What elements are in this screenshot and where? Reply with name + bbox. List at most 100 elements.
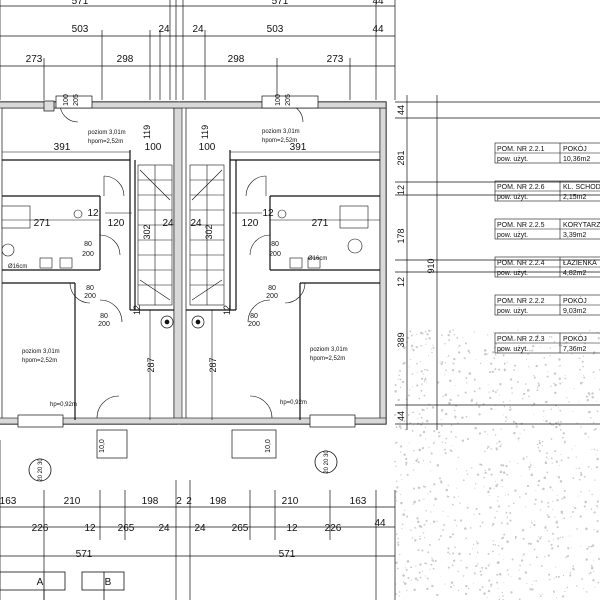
dim-100-right: 100 [199, 142, 216, 153]
dim-top-1-2: 24 [192, 24, 204, 35]
window-205-left: 205 [73, 94, 80, 106]
dim-bot-1-4: 2 [186, 496, 192, 507]
dim-top-2-3: 273 [327, 54, 344, 65]
level-right-bottom: poziom 3,01m [310, 347, 348, 353]
room-table-label: pow. użyt. [497, 156, 528, 163]
dim-bot-2-5: 265 [232, 523, 249, 534]
windows-bottom [17, 414, 356, 459]
dim-right-6: 44 [396, 411, 406, 421]
room-table-label: pow. użyt. [497, 232, 528, 239]
level-left-bottom: poziom 3,01m [22, 349, 60, 355]
door-80-b: 80 [86, 285, 94, 292]
stamp-left-circle [28, 458, 52, 482]
dim-bot-1-0: 163 [0, 496, 17, 507]
dim-391-right: 391 [290, 142, 307, 153]
dim-top-0-1: 571 [272, 0, 289, 7]
dim-right-3: 178 [396, 228, 406, 243]
dim-271-right: 271 [312, 218, 329, 229]
room-table-label: pow. użyt. [497, 346, 528, 353]
door-80-a: 80 [84, 241, 92, 248]
door-80-d: 80 [268, 285, 276, 292]
radiator-right: Ø16cm [308, 256, 327, 262]
room-table-num: POM. NR 2.2.4 [497, 260, 545, 267]
dim-top-0-2: 44 [372, 0, 384, 7]
dim-bot-1-2: 198 [142, 496, 159, 507]
right-dimension-lines [395, 95, 600, 430]
window-10-right: 10,0 [265, 439, 272, 453]
dim-12-vb: 12 [222, 305, 232, 315]
bottom-dimension-texts: 163 210 198 2 2 198 210 163 226 12 265 2… [0, 496, 386, 560]
door-200-f: 200 [248, 321, 260, 328]
room-table-area: 3,39m2 [563, 232, 586, 239]
door-80-c: 80 [271, 241, 279, 248]
hpom-left-bottom: hpom=2,52m [22, 358, 57, 364]
dim-287-right: 287 [208, 357, 218, 372]
stairs-right [189, 164, 225, 306]
door-200-d: 200 [266, 293, 278, 300]
dim-bot-1-5: 198 [210, 496, 227, 507]
level-right-top: poziom 3,01m [262, 129, 300, 135]
room-table-num: POM. NR 2.2.6 [497, 184, 545, 191]
radiator-left: Ø16cm [8, 264, 27, 270]
dim-top-2-0: 273 [26, 54, 43, 65]
dim-bot-3-1: 571 [279, 549, 296, 560]
dim-right-5: 389 [396, 332, 406, 347]
dim-bot-1-1: 210 [64, 496, 81, 507]
room-table-area: 4,82m2 [563, 270, 586, 277]
room-table-label: pow. użyt. [497, 270, 528, 277]
dim-right-2: 12 [396, 185, 406, 195]
dim-119-right: 119 [200, 125, 210, 139]
window-100-right: 100 [275, 94, 282, 106]
room-table-name: POKÓJ [563, 144, 587, 153]
right-dimension-texts: 44 281 12 178 12 389 44 910 [396, 105, 436, 421]
dim-top-1-4: 44 [372, 24, 384, 35]
dim-12a: 12 [87, 208, 99, 219]
room-table-name: KL. SCHODOW [563, 184, 600, 191]
dim-24a: 24 [162, 218, 174, 229]
room-table-num: POM. NR 2.2.2 [497, 298, 545, 305]
dim-271-left: 271 [34, 218, 51, 229]
door-200-c: 200 [269, 251, 281, 258]
door-80-e: 80 [100, 313, 108, 320]
bathroom-fixtures [1, 205, 369, 269]
dim-bot-1-7: 163 [350, 496, 367, 507]
dim-100-left: 100 [145, 142, 162, 153]
dim-top-2-1: 298 [117, 54, 134, 65]
room-table-area: 2,15m2 [563, 194, 586, 201]
hpom-left-top: hpom=2,52m [88, 139, 123, 145]
door-200-b: 200 [84, 293, 96, 300]
dim-bot-1-6: 210 [282, 496, 299, 507]
window-205-right: 205 [285, 94, 292, 106]
dim-bot-2-2: 265 [118, 523, 135, 534]
marker-b: B [105, 577, 112, 588]
door-200-e: 200 [98, 321, 110, 328]
room-table-name: POKÓJ [563, 296, 587, 305]
stamp-right-circle [314, 450, 338, 474]
dim-right-1: 281 [396, 150, 406, 165]
door-swings [59, 103, 306, 419]
door-200-a: 200 [82, 251, 94, 258]
hp-left: hp=0,92m [50, 402, 77, 408]
stairs-left [137, 164, 173, 306]
room-labels: poziom 3,01m hpom=2,52m poziom 3,01m hpo… [8, 94, 348, 453]
dim-bot-1-3: 2 [176, 496, 182, 507]
dim-119-left: 119 [142, 125, 152, 139]
dim-top-1-0: 503 [72, 24, 89, 35]
interior-dim-lines [2, 151, 380, 420]
room-table-area: 9,03m2 [563, 308, 586, 315]
marker-a: A [37, 577, 44, 588]
top-dimension-texts: 571 571 44 503 24 24 503 44 273 298 298 … [26, 0, 384, 65]
stamp-right-text: 20 20 30 [324, 450, 330, 474]
dim-top-1-3: 503 [267, 24, 284, 35]
dim-24b: 24 [190, 218, 202, 229]
room-table-name: POKÓJ [563, 334, 587, 343]
door-80-f: 80 [250, 313, 258, 320]
axis-markers [0, 571, 125, 600]
level-left-top: poziom 3,01m [88, 130, 126, 136]
dim-right-total: 910 [426, 258, 436, 273]
hpom-right-top: hpom=2,52m [262, 138, 297, 144]
room-table-name: ŁAZIENKA [563, 260, 597, 267]
room-table-label: pow. użyt. [497, 194, 528, 201]
dim-right-4: 12 [396, 277, 406, 287]
